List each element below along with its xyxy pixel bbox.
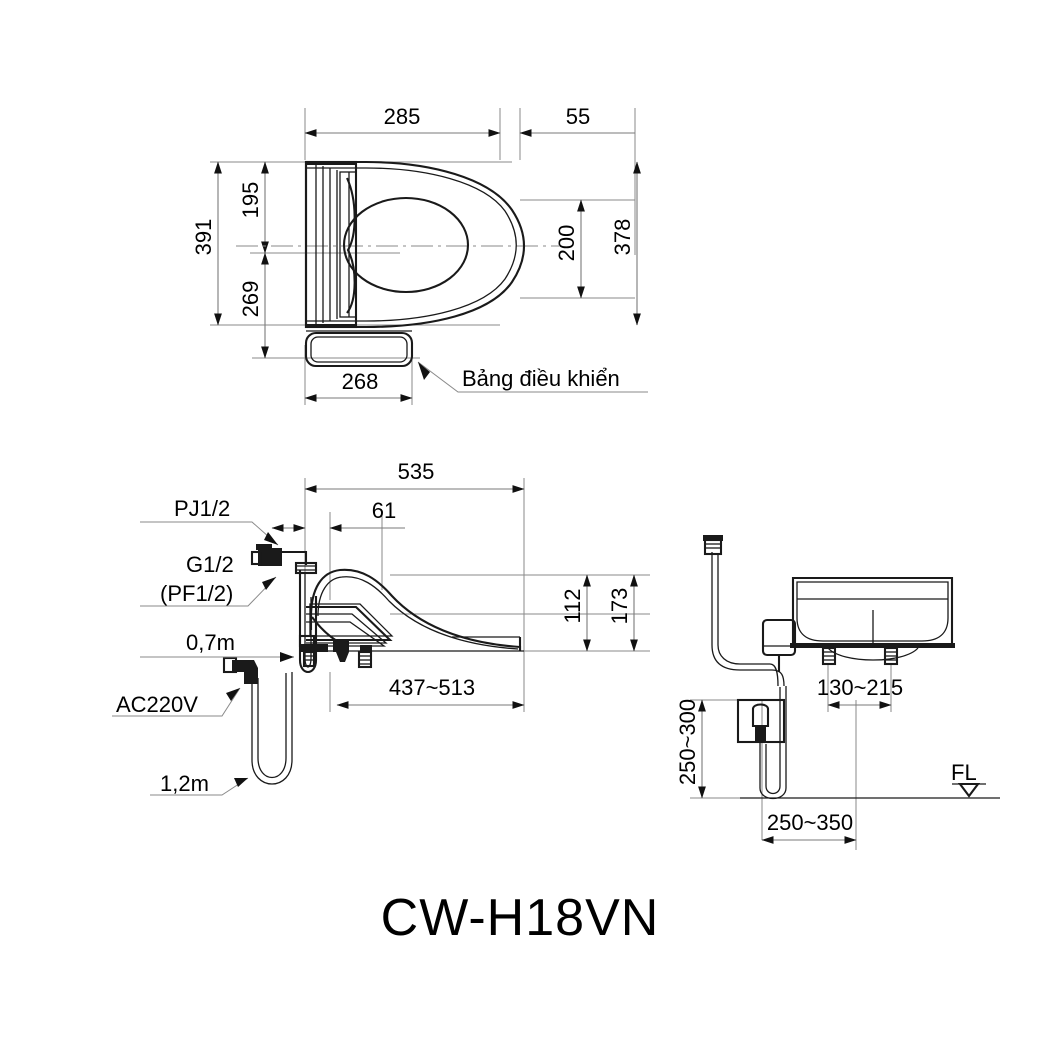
- cord-length-label: 1,2m: [160, 771, 209, 796]
- top-dim-55: 55: [519, 104, 635, 137]
- top-dim-269-value: 269: [238, 281, 263, 318]
- power-cord: [222, 656, 293, 785]
- front-dim-130-215-value: 130~215: [817, 675, 903, 700]
- cord-length-leader: [150, 777, 249, 796]
- front-dim-250-350: 250~350: [761, 810, 857, 844]
- control-panel-plan: [304, 330, 414, 368]
- power-spec-leader: [112, 687, 241, 717]
- top-dim-285: 285: [304, 104, 501, 137]
- top-dim-195: 195: [238, 161, 269, 254]
- pj-thread-label: PJ1/2: [174, 496, 230, 521]
- top-view-group: 285 55 391 195 269 200: [191, 104, 648, 405]
- side-dim-535: 535: [304, 459, 525, 493]
- side-dim-437-513: 437~513: [336, 675, 525, 709]
- power-plug: [222, 656, 258, 684]
- control-panel-leader: [417, 361, 648, 393]
- power-spec-label: AC220V: [116, 692, 198, 717]
- side-control-box-front: [761, 618, 797, 672]
- front-dim-130-215: 130~215: [817, 675, 903, 709]
- hose-length-label: 0,7m: [186, 630, 235, 655]
- angle-stop-valve: [250, 544, 308, 566]
- side-dim-112-value: 112: [560, 588, 585, 623]
- top-dim-391-value: 391: [191, 219, 216, 256]
- wall-outlet-front: [736, 698, 786, 744]
- pj-thread-leader: [140, 521, 279, 546]
- top-dim-55-value: 55: [566, 104, 590, 129]
- top-dim-378: 378: [610, 161, 641, 326]
- g-thread-leader: [140, 576, 277, 607]
- control-panel-label: Bảng điều khiển: [462, 366, 620, 391]
- floor-level-indicator: [740, 782, 1000, 799]
- model-title: CW-H18VN: [380, 889, 660, 947]
- top-dim-195-value: 195: [238, 182, 263, 219]
- base-mount-hardware-side: [298, 634, 373, 669]
- floor-level-label: FL: [951, 760, 977, 785]
- side-dim-61: 61: [329, 498, 405, 532]
- front-dim-250-350-value: 250~350: [767, 810, 853, 835]
- seat-lid-plates-side: [306, 603, 394, 647]
- side-dim-535-value: 535: [398, 459, 435, 484]
- front-dim-250-300: 250~300: [675, 699, 706, 799]
- toilet-seat-side-profile: [309, 568, 522, 651]
- side-dim-61-value: 61: [372, 498, 396, 523]
- top-dim-269: 269: [238, 252, 269, 359]
- hose-length-leader: [140, 652, 294, 662]
- g-thread-label: G1/2: [186, 552, 234, 577]
- mounting-bolts-front: [821, 646, 899, 666]
- side-dim-112: 112: [560, 574, 591, 652]
- seat-hinge-body-plan: [304, 160, 358, 329]
- top-dim-268: 268: [304, 369, 413, 402]
- top-dim-200: 200: [554, 199, 585, 299]
- front-dim-250-300-value: 250~300: [675, 699, 700, 785]
- front-supply-and-cord: [703, 535, 787, 800]
- top-dim-268-value: 268: [342, 369, 379, 394]
- side-dim-173-value: 173: [607, 588, 632, 625]
- seat-opening-ellipse: [342, 196, 470, 294]
- front-view-group: FL: [675, 535, 1000, 850]
- toilet-seat-front-body: [790, 576, 955, 661]
- toilet-seat-plan-outline: [304, 160, 526, 329]
- side-view-group: 535 61 112 173 4: [112, 459, 650, 796]
- top-dim-391: 391: [191, 161, 222, 326]
- top-dim-285-value: 285: [384, 104, 421, 129]
- side-dim-437-513-value: 437~513: [389, 675, 475, 700]
- top-dim-200-value: 200: [554, 225, 579, 262]
- pf-thread-label: (PF1/2): [160, 581, 233, 606]
- top-dim-378-value: 378: [610, 219, 635, 256]
- side-dim-173: 173: [607, 574, 638, 652]
